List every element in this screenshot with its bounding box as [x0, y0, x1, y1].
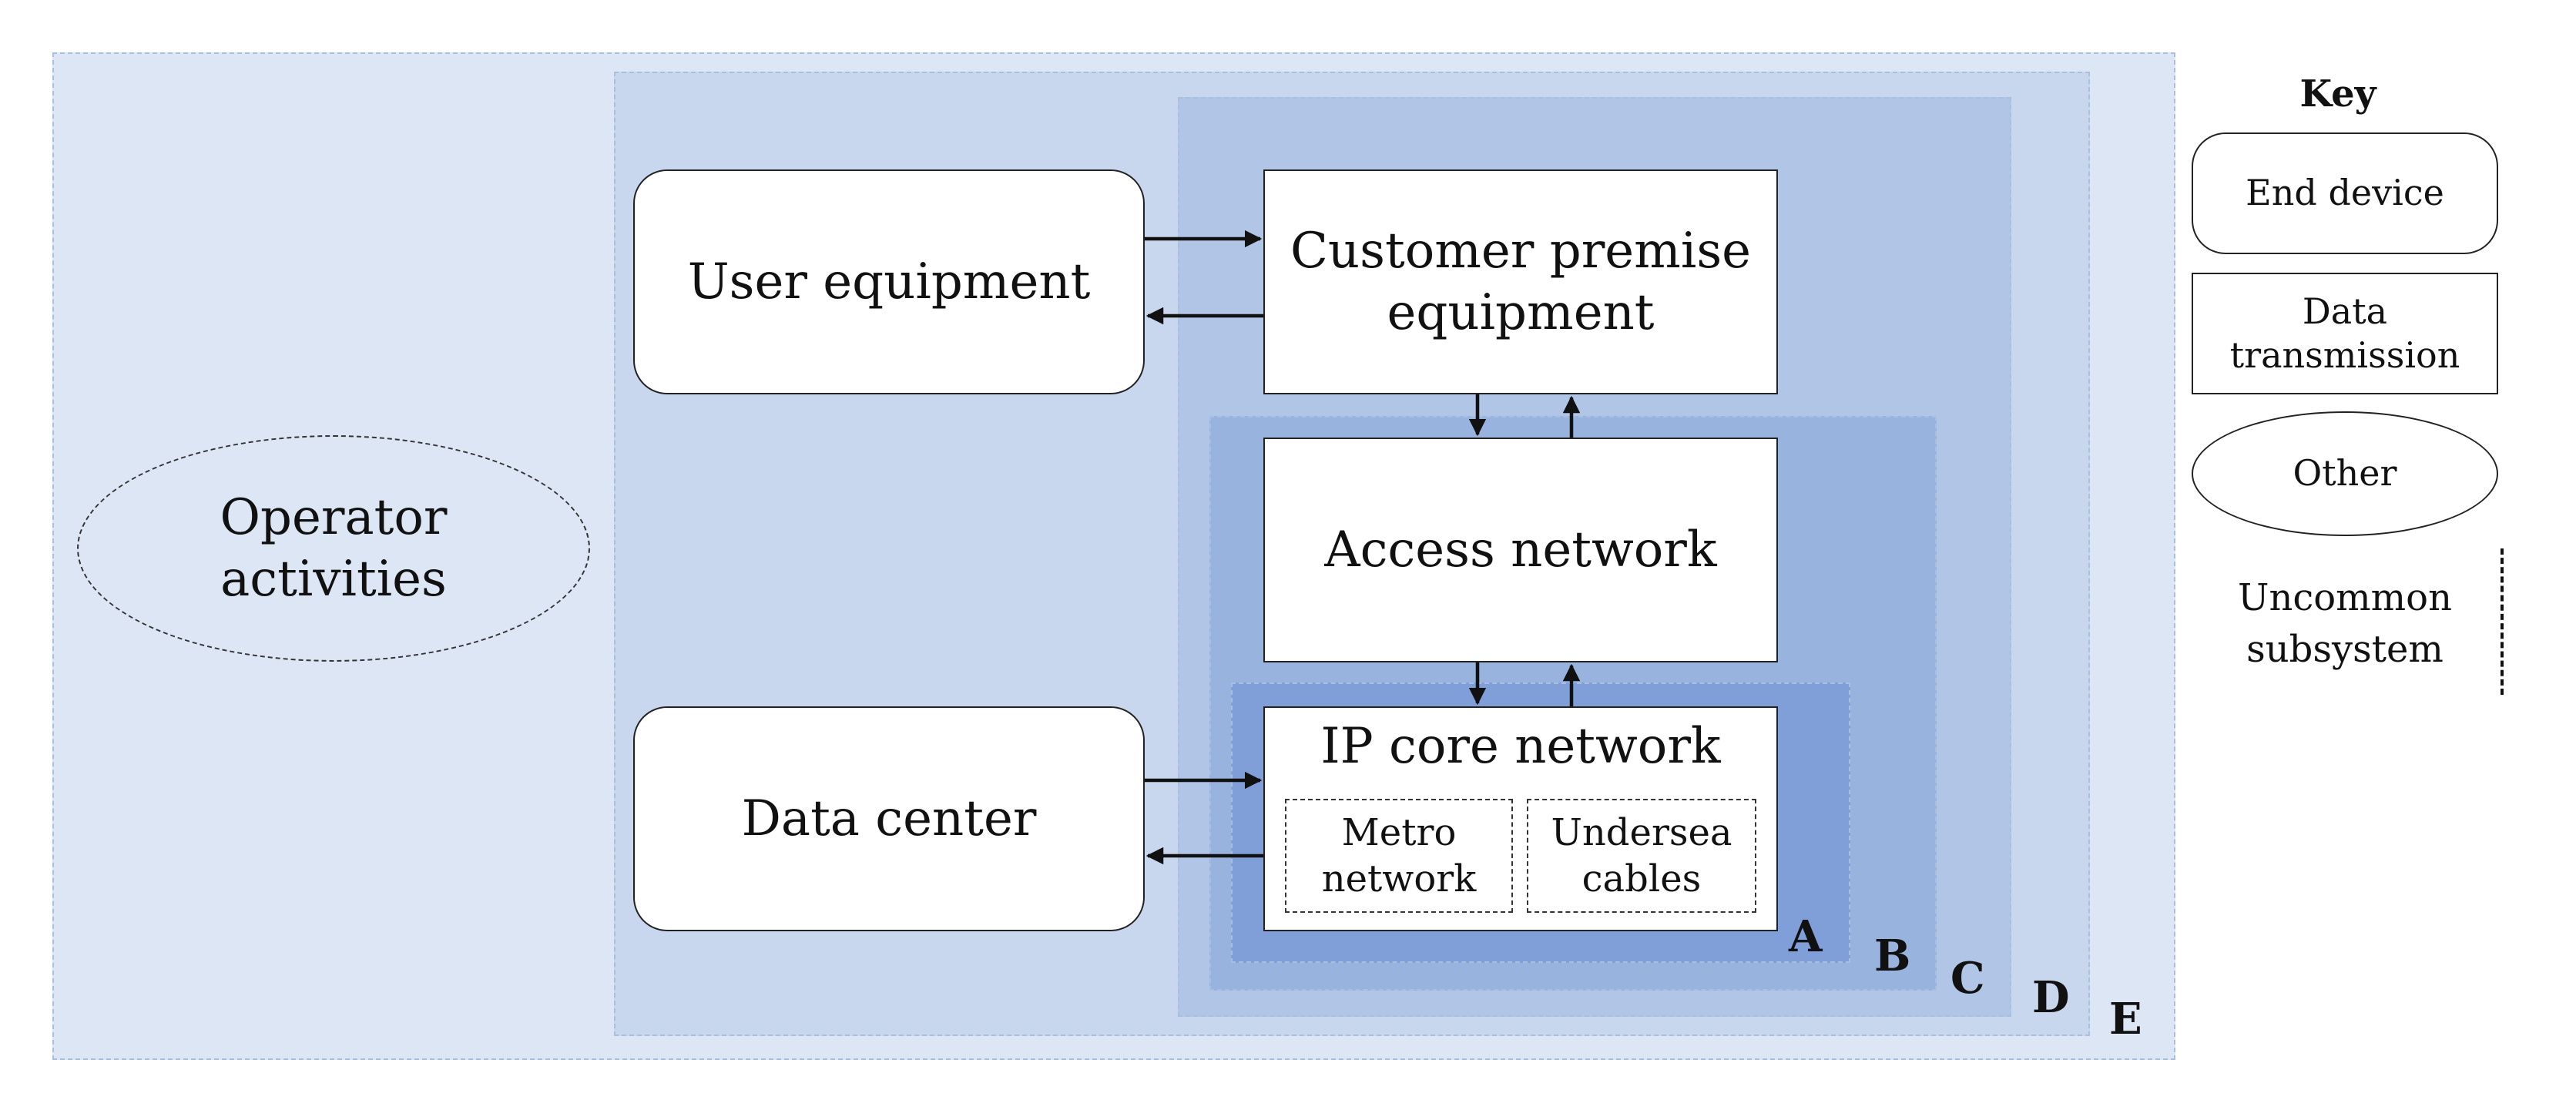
- key-other-label: Other: [2293, 452, 2397, 495]
- metro-line1: Metro: [1341, 811, 1457, 854]
- key-end-device: End device: [2192, 132, 2498, 254]
- key-data-line2: transmission: [2229, 334, 2460, 376]
- zone-label-b: B: [1874, 931, 1911, 981]
- zone-label-e: E: [2109, 994, 2142, 1045]
- key-dashed-line: [2501, 548, 2504, 695]
- key-uncommon-line1: Uncommon: [2238, 575, 2452, 619]
- access-network-node: Access network: [1263, 438, 1778, 662]
- key-uncommon-line2: subsystem: [2246, 628, 2444, 671]
- undersea-line2: cables: [1581, 857, 1702, 900]
- zone-label-a: A: [1789, 911, 1823, 962]
- data-center-node: Data center: [633, 706, 1145, 931]
- key-end-device-label: End device: [2246, 172, 2444, 214]
- key-data-line1: Data: [2302, 290, 2388, 332]
- cpe-line1: Customer premise: [1290, 223, 1752, 280]
- operator-activities-line2: activities: [220, 551, 447, 608]
- access-network-label: Access network: [1324, 521, 1717, 578]
- key-uncommon-subsystem: Uncommon subsystem: [2192, 562, 2498, 686]
- cpe-line2: equipment: [1387, 284, 1655, 341]
- key-other: Other: [2192, 411, 2498, 536]
- zone-label-d: D: [2032, 972, 2070, 1023]
- key-title: Key: [2299, 72, 2376, 116]
- zone-label-c: C: [1950, 953, 1985, 1004]
- data-center-label: Data center: [741, 790, 1037, 847]
- operator-activities-line1: Operator: [220, 489, 448, 546]
- undersea-line1: Undersea: [1551, 811, 1732, 854]
- ip-core-network-label: IP core network: [1320, 718, 1721, 775]
- user-equipment-label: User equipment: [687, 253, 1091, 310]
- metro-line2: network: [1321, 857, 1477, 900]
- user-equipment-node: User equipment: [633, 169, 1145, 394]
